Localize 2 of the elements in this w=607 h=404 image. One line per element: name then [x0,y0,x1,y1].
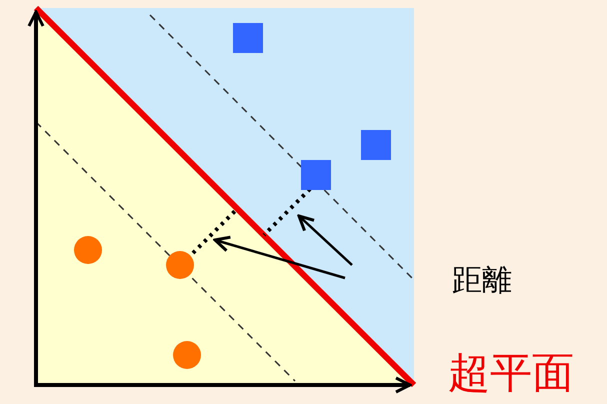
hyperplane-label: 超平面 [448,352,574,394]
distance-label: 距離 [452,266,512,296]
